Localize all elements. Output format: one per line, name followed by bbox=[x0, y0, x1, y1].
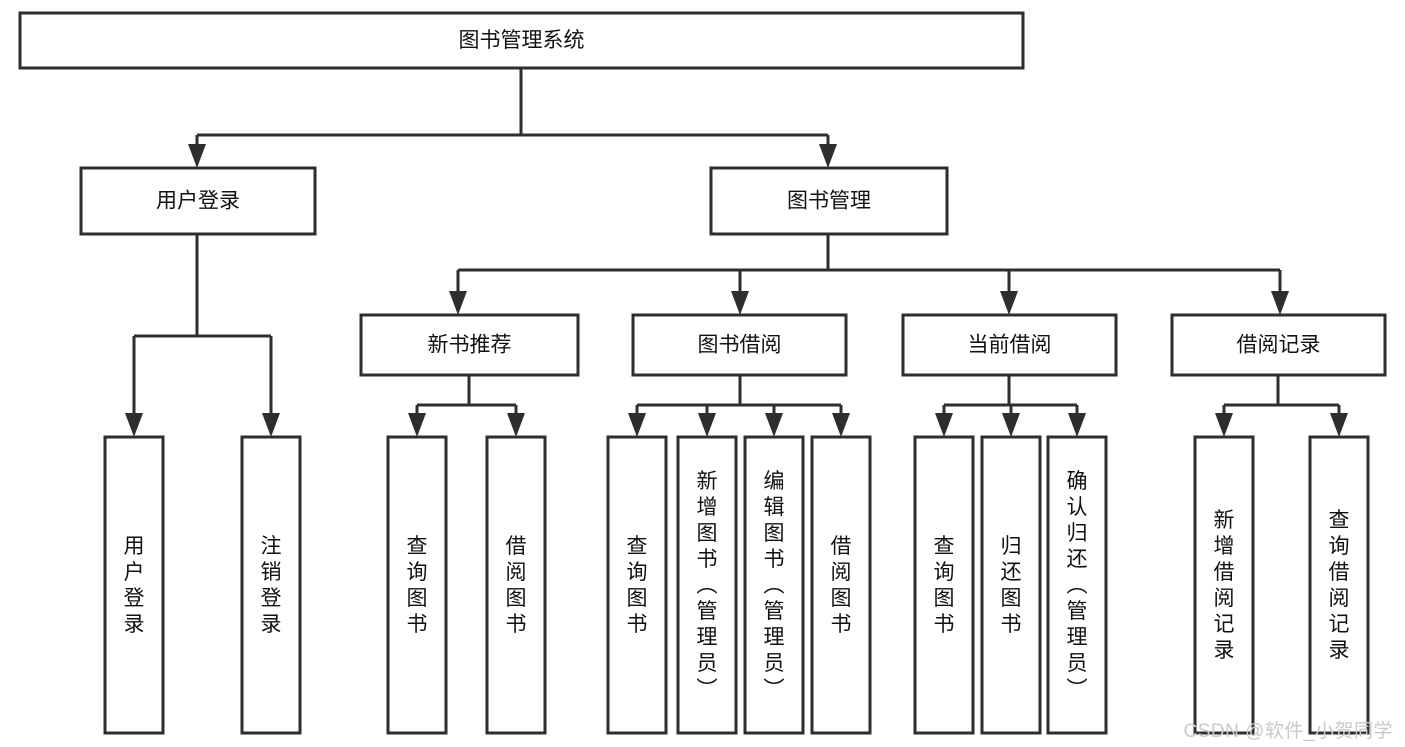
arrow-head-icon bbox=[262, 413, 280, 437]
arrow-head-icon bbox=[765, 413, 783, 437]
node-level3-2-label: 当前借阅 bbox=[968, 334, 1052, 357]
arrow-head-icon bbox=[188, 144, 206, 168]
node-leaf-8-box[interactable] bbox=[913, 435, 975, 735]
node-level3-2-box[interactable] bbox=[901, 313, 1118, 377]
node-level3-0[interactable]: 新书推荐 bbox=[359, 313, 580, 377]
node-level3-1[interactable]: 图书借阅 bbox=[631, 313, 848, 377]
node-leaf-6[interactable]: 编辑图书︵管理员︶ bbox=[743, 435, 805, 735]
node-leaf-4-label: 查询图书 bbox=[627, 535, 648, 636]
node-leaf-4-box[interactable] bbox=[606, 435, 668, 735]
node-leaf-7[interactable]: 借阅图书 bbox=[810, 435, 872, 735]
node-leaf-8-label: 查询图书 bbox=[934, 535, 955, 636]
node-level3-2[interactable]: 当前借阅 bbox=[901, 313, 1118, 377]
node-leaf-12[interactable]: 查询借阅记录 bbox=[1308, 435, 1370, 735]
node-leaf-7-box[interactable] bbox=[810, 435, 872, 735]
node-level3-0-box[interactable] bbox=[359, 313, 580, 377]
arrow-head-icon bbox=[125, 413, 143, 437]
node-level3-3-label: 借阅记录 bbox=[1237, 334, 1321, 357]
arrow-head-icon bbox=[1330, 413, 1348, 437]
node-leaf-10-box[interactable] bbox=[1046, 435, 1108, 735]
arrow-head-icon bbox=[408, 413, 426, 437]
arrow-head-icon bbox=[507, 413, 525, 437]
node-leaf-5[interactable]: 新增图书︵管理员︶ bbox=[676, 435, 738, 735]
node-leaf-9-box[interactable] bbox=[980, 435, 1042, 735]
node-leaf-3[interactable]: 借阅图书 bbox=[485, 435, 547, 735]
arrow-head-icon bbox=[1068, 413, 1086, 437]
node-leaf-9[interactable]: 归还图书 bbox=[980, 435, 1042, 735]
node-level3-3[interactable]: 借阅记录 bbox=[1170, 313, 1387, 377]
node-leaf-3-label: 借阅图书 bbox=[506, 535, 527, 636]
arrow-head-icon bbox=[1271, 291, 1289, 315]
node-leaf-8[interactable]: 查询图书 bbox=[913, 435, 975, 735]
arrow-head-icon bbox=[628, 413, 646, 437]
node-leaf-0-label: 用户登录 bbox=[124, 535, 145, 636]
node-level2-1-label: 图书管理 bbox=[787, 190, 871, 213]
node-leaf-5-label: 新增图书︵管理员︶ bbox=[697, 470, 718, 701]
node-leaf-11[interactable]: 新增借阅记录 bbox=[1193, 435, 1255, 735]
node-leaf-7-label: 借阅图书 bbox=[831, 535, 852, 636]
arrow-head-icon bbox=[731, 291, 749, 315]
node-level3-3-box[interactable] bbox=[1170, 313, 1387, 377]
node-level3-1-label: 图书借阅 bbox=[698, 334, 782, 357]
node-leaf-1[interactable]: 注销登录 bbox=[240, 435, 302, 735]
connector-layer bbox=[125, 68, 1348, 437]
arrow-head-icon bbox=[698, 413, 716, 437]
node-leaf-0-box[interactable] bbox=[103, 435, 165, 735]
node-leaf-10-label: 确认归还︵管理员︶ bbox=[1067, 470, 1088, 701]
node-level3-0-label: 新书推荐 bbox=[428, 334, 512, 357]
node-level2-0-box[interactable] bbox=[79, 166, 317, 236]
csdn-watermark: CSDN @软件_小贺同学 bbox=[1183, 721, 1393, 742]
node-leaf-2-label: 查询图书 bbox=[407, 535, 428, 636]
node-root-图书管理系统-box[interactable] bbox=[18, 11, 1025, 70]
node-leaf-0[interactable]: 用户登录 bbox=[103, 435, 165, 735]
node-layer: 图书管理系统用户登录图书管理新书推荐图书借阅当前借阅借阅记录用户登录注销登录查询… bbox=[18, 11, 1387, 735]
arrow-head-icon bbox=[449, 291, 467, 315]
node-leaf-6-box[interactable] bbox=[743, 435, 805, 735]
node-leaf-2[interactable]: 查询图书 bbox=[386, 435, 448, 735]
arrow-head-icon bbox=[1215, 413, 1233, 437]
node-level2-1[interactable]: 图书管理 bbox=[709, 166, 949, 236]
node-leaf-6-label: 编辑图书︵管理员︶ bbox=[764, 470, 785, 701]
arrow-head-icon bbox=[819, 144, 837, 168]
node-leaf-11-label: 新增借阅记录 bbox=[1214, 509, 1235, 662]
node-level3-1-box[interactable] bbox=[631, 313, 848, 377]
node-leaf-4[interactable]: 查询图书 bbox=[606, 435, 668, 735]
node-leaf-9-label: 归还图书 bbox=[1001, 535, 1022, 636]
node-root-图书管理系统-label: 图书管理系统 bbox=[459, 29, 585, 52]
node-level2-0[interactable]: 用户登录 bbox=[79, 166, 317, 236]
node-level2-1-box[interactable] bbox=[709, 166, 949, 236]
node-leaf-1-box[interactable] bbox=[240, 435, 302, 735]
node-leaf-11-box[interactable] bbox=[1193, 435, 1255, 735]
node-level2-0-label: 用户登录 bbox=[156, 190, 240, 213]
node-leaf-2-box[interactable] bbox=[386, 435, 448, 735]
arrow-head-icon bbox=[935, 413, 953, 437]
node-leaf-12-box[interactable] bbox=[1308, 435, 1370, 735]
node-leaf-5-box[interactable] bbox=[676, 435, 738, 735]
node-leaf-10[interactable]: 确认归还︵管理员︶ bbox=[1046, 435, 1108, 735]
node-leaf-1-label: 注销登录 bbox=[261, 535, 282, 636]
node-leaf-3-box[interactable] bbox=[485, 435, 547, 735]
node-root-图书管理系统[interactable]: 图书管理系统 bbox=[18, 11, 1025, 70]
arrow-head-icon bbox=[832, 413, 850, 437]
arrow-head-icon bbox=[1000, 291, 1018, 315]
node-leaf-12-label: 查询借阅记录 bbox=[1329, 509, 1350, 662]
arrow-head-icon bbox=[1002, 413, 1020, 437]
